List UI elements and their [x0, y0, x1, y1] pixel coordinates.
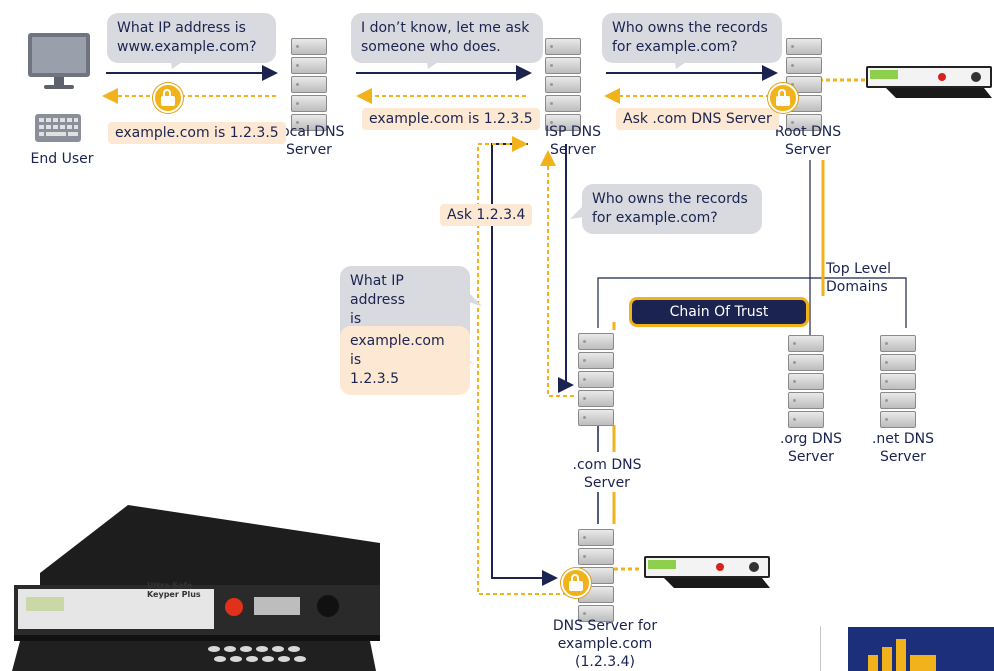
end-user-label: End User — [30, 151, 94, 167]
org-dns-server-icon — [788, 335, 824, 430]
local-dns-server-icon — [291, 38, 327, 133]
bubble-ask-ip-www: What IP address is www.example.com? — [107, 13, 276, 63]
request-path-isp-com — [565, 144, 568, 386]
tld-bracket — [597, 277, 907, 328]
bubble-tail — [426, 55, 448, 69]
answer-local: example.com is 1.2.3.5 — [362, 108, 540, 130]
bubble-tail — [570, 205, 584, 219]
net-dns-server-icon — [880, 335, 916, 430]
lock-icon — [153, 83, 183, 113]
divider — [820, 626, 821, 671]
response-path-com-isp — [547, 158, 574, 397]
bubble-tail — [674, 55, 696, 69]
com-dns-server-icon — [578, 333, 614, 428]
bubble-tail — [468, 292, 482, 306]
example-dns-label: DNS Server for example.com (1.2.3.4) — [552, 618, 658, 670]
com-dns-label: .com DNS Server — [572, 457, 642, 491]
lock-icon — [768, 83, 798, 113]
hsm-device-icon — [644, 556, 770, 588]
brand-logo — [848, 627, 994, 671]
keyboard-icon — [35, 114, 81, 142]
example-dns-server-icon — [578, 529, 614, 624]
net-dns-label: .net DNS Server — [871, 431, 934, 465]
root-dns-server-icon — [786, 38, 822, 133]
root-dns-label: Root DNS Server — [774, 124, 842, 158]
response-path-example-isp — [477, 136, 574, 595]
chain-of-trust-badge: Chain Of Trust — [629, 297, 809, 327]
bubble-who-owns-com: Who owns the records for example.com? — [582, 184, 762, 234]
pill-tail — [460, 350, 474, 364]
hsm-device-icon — [866, 66, 992, 98]
bubble-tail — [170, 55, 192, 69]
hsm-appliance-image — [12, 505, 380, 671]
answer-example-ip: example.com is 1.2.3.5 — [340, 326, 470, 395]
bubble-ask-someone: I don’t know, let me ask someone who doe… — [351, 13, 543, 63]
answer-root: Ask .com DNS Server — [616, 108, 779, 130]
org-dns-label: .org DNS Server — [779, 431, 842, 465]
answer-end-user: example.com is 1.2.3.5 — [108, 122, 286, 144]
answer-ask-ip: Ask 1.2.3.4 — [440, 204, 533, 226]
tld-label: Top Level Domains — [826, 261, 892, 295]
lock-icon — [561, 568, 591, 598]
monitor-icon — [28, 33, 90, 89]
hsm-front-text: Ultra Safe Keyper Plus — [147, 581, 201, 599]
bubble-who-owns-root: Who owns the records for example.com? — [602, 13, 782, 63]
isp-dns-label: ISP DNS Server — [544, 124, 602, 158]
isp-dns-server-icon — [545, 38, 581, 133]
